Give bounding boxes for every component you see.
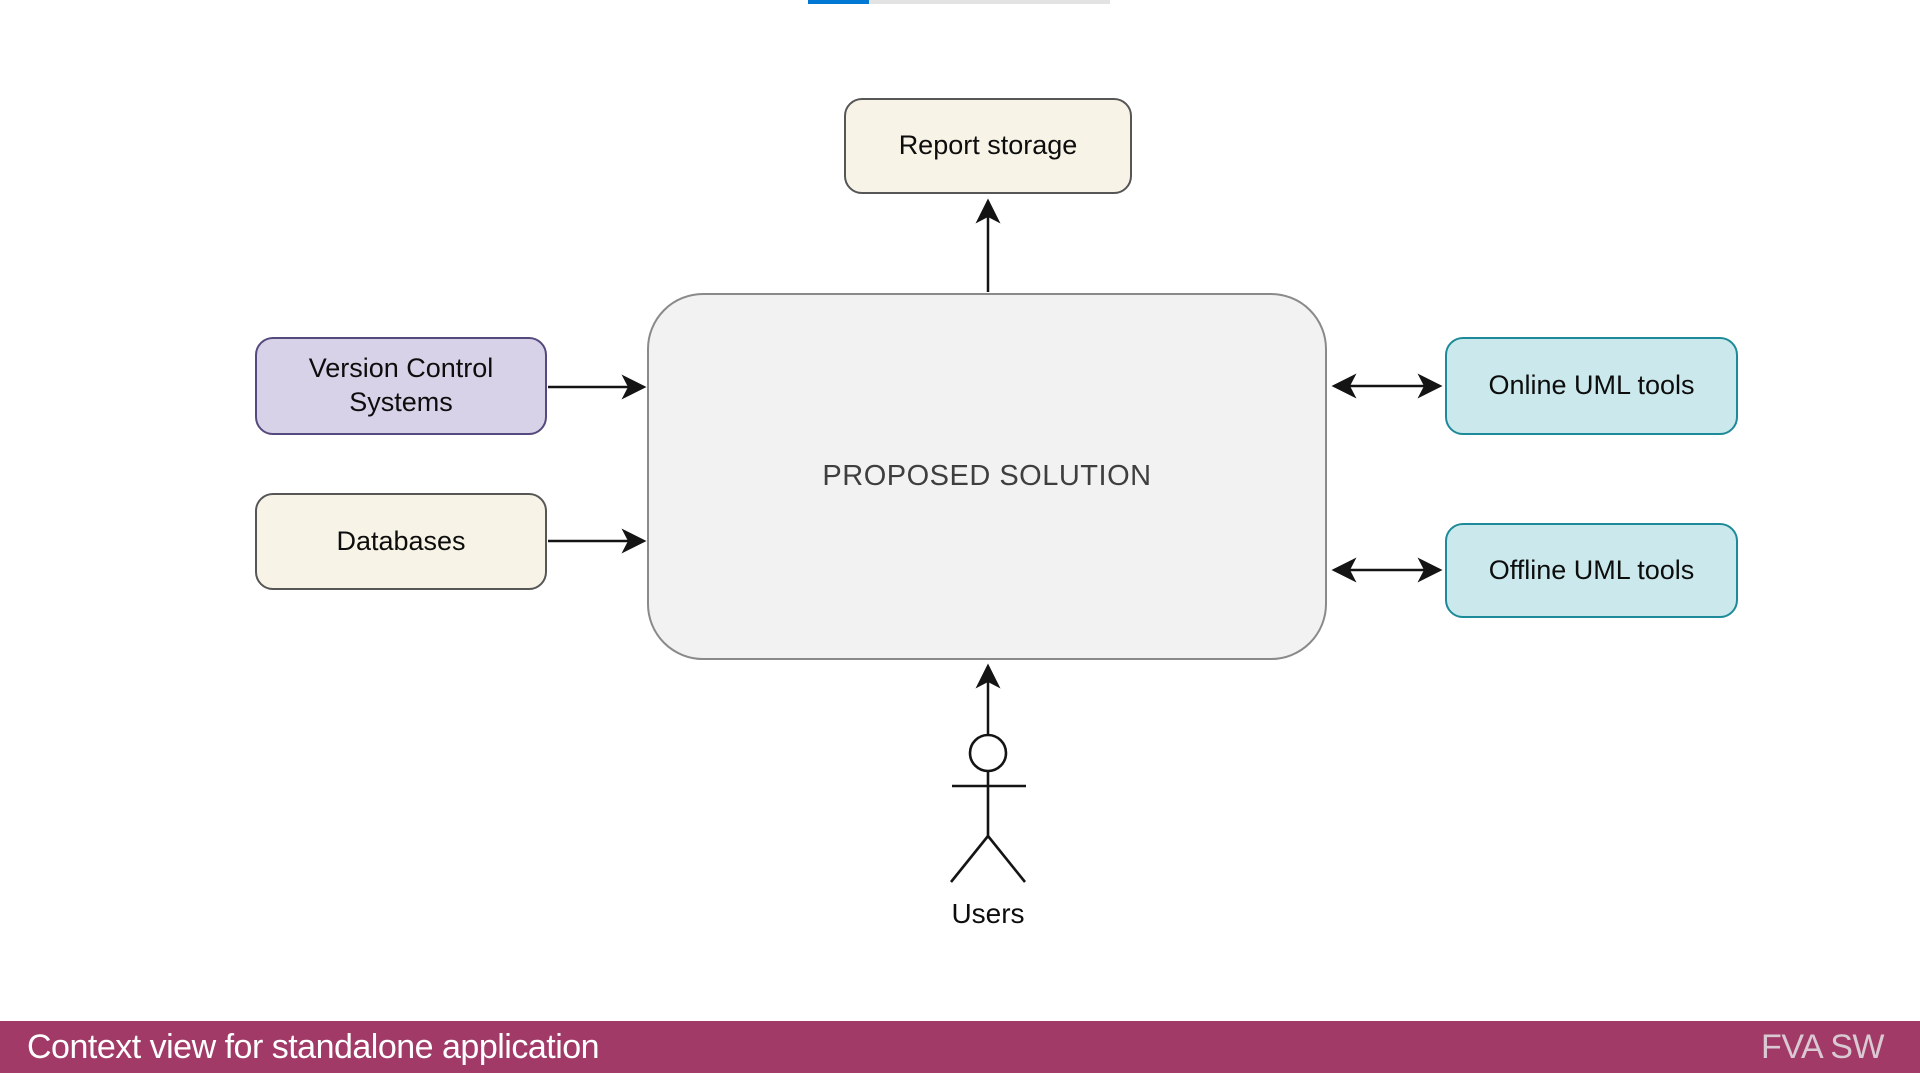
online-uml-label: Online UML tools	[1488, 370, 1695, 401]
presentation-progress-bar[interactable]	[808, 0, 1110, 4]
node-databases: Databases	[255, 493, 547, 590]
footer-title: Context view for standalone application	[27, 1027, 600, 1066]
node-online-uml-tools: Online UML tools	[1445, 337, 1738, 435]
databases-label: Databases	[336, 525, 466, 556]
node-proposed-solution: PROPOSED SOLUTION	[647, 293, 1327, 660]
footer-bar: Context view for standalone application …	[0, 1021, 1920, 1073]
node-offline-uml-tools: Offline UML tools	[1445, 523, 1738, 618]
user-actor-icon	[949, 733, 1027, 883]
node-version-control-systems: Version Control Systems	[255, 337, 547, 435]
offline-uml-label: Offline UML tools	[1488, 554, 1695, 585]
footer-brand: FVA SW	[1761, 1027, 1884, 1066]
node-report-storage: Report storage	[844, 98, 1132, 194]
proposed-solution-label: PROPOSED SOLUTION	[822, 460, 1152, 493]
users-label: Users	[951, 898, 1025, 929]
progress-fill-segment	[808, 0, 869, 4]
report-storage-label: Report storage	[898, 130, 1078, 161]
version-control-label: Version Control Systems	[308, 353, 494, 417]
